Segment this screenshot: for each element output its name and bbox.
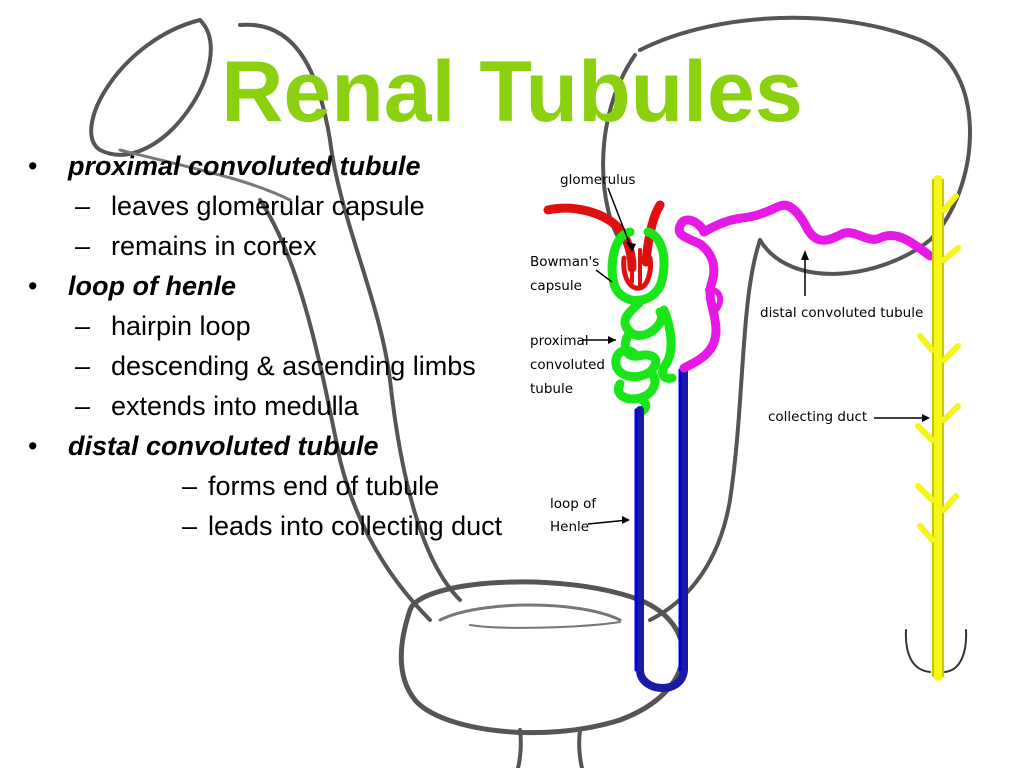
bullet-marker: • [28,151,38,181]
distal-tubule [674,200,935,373]
loop-of-henle [634,364,688,692]
sub-bullet-text: leads into collecting duct [208,511,503,541]
sub-bullet: – extends into medulla [28,390,528,422]
sub-bullet: – remains in cortex [28,230,528,262]
dash-marker: – [75,231,91,261]
label-loop-1: loop of [550,496,597,512]
dash-marker: – [182,511,198,541]
sub-bullet: – leaves glomerular capsule [28,190,528,222]
sub-bullet-text: hairpin loop [111,311,251,341]
sub-bullet: – descending & ascending limbs [28,350,528,382]
label-bowmans-1: Bowman's [530,254,599,270]
bullet-proximal: • proximal convoluted tubule [28,150,528,182]
label-proximal-3: tubule [530,381,573,397]
dash-marker: – [182,471,198,501]
bullet-list: • proximal convoluted tubule – leaves gl… [28,150,528,550]
sub-bullet: – forms end of tubule [28,470,528,502]
sub-bullet: – hairpin loop [28,310,528,342]
label-bowmans-2: capsule [530,278,582,294]
bullet-marker: • [28,271,38,301]
dash-marker: – [75,351,91,381]
sub-bullet-text: extends into medulla [111,391,359,421]
sub-bullet-text: leaves glomerular capsule [111,191,425,221]
label-loop-2: Henle [550,519,589,535]
bullet-text: proximal convoluted tubule [68,151,421,181]
sub-bullet-text: descending & ascending limbs [111,351,476,381]
bullet-distal: • distal convoluted tubule [28,430,528,462]
label-distal: distal convoluted tubule [760,305,923,321]
dash-marker: – [75,311,91,341]
label-glomerulus: glomerulus [560,172,635,188]
dash-marker: – [75,391,91,421]
dash-marker: – [75,191,91,221]
collecting-duct [915,175,961,681]
label-proximal-1: proximal [530,333,589,349]
sub-bullet-text: forms end of tubule [208,471,440,501]
bullet-text: distal convoluted tubule [68,431,379,461]
sub-bullet: – leads into collecting duct [28,510,528,542]
sub-bullet-text: remains in cortex [111,231,317,261]
leader-lines [582,187,928,525]
label-proximal-2: convoluted [530,357,605,373]
leader-arrowheads [608,242,930,524]
bullet-marker: • [28,431,38,461]
kidney-outline [89,15,972,768]
proximal-tubule [607,227,677,417]
label-collecting: collecting duct [768,409,867,425]
bullet-loop: • loop of henle [28,270,528,302]
slide-title: Renal Tubules [221,44,803,140]
bullet-text: loop of henle [68,271,236,301]
